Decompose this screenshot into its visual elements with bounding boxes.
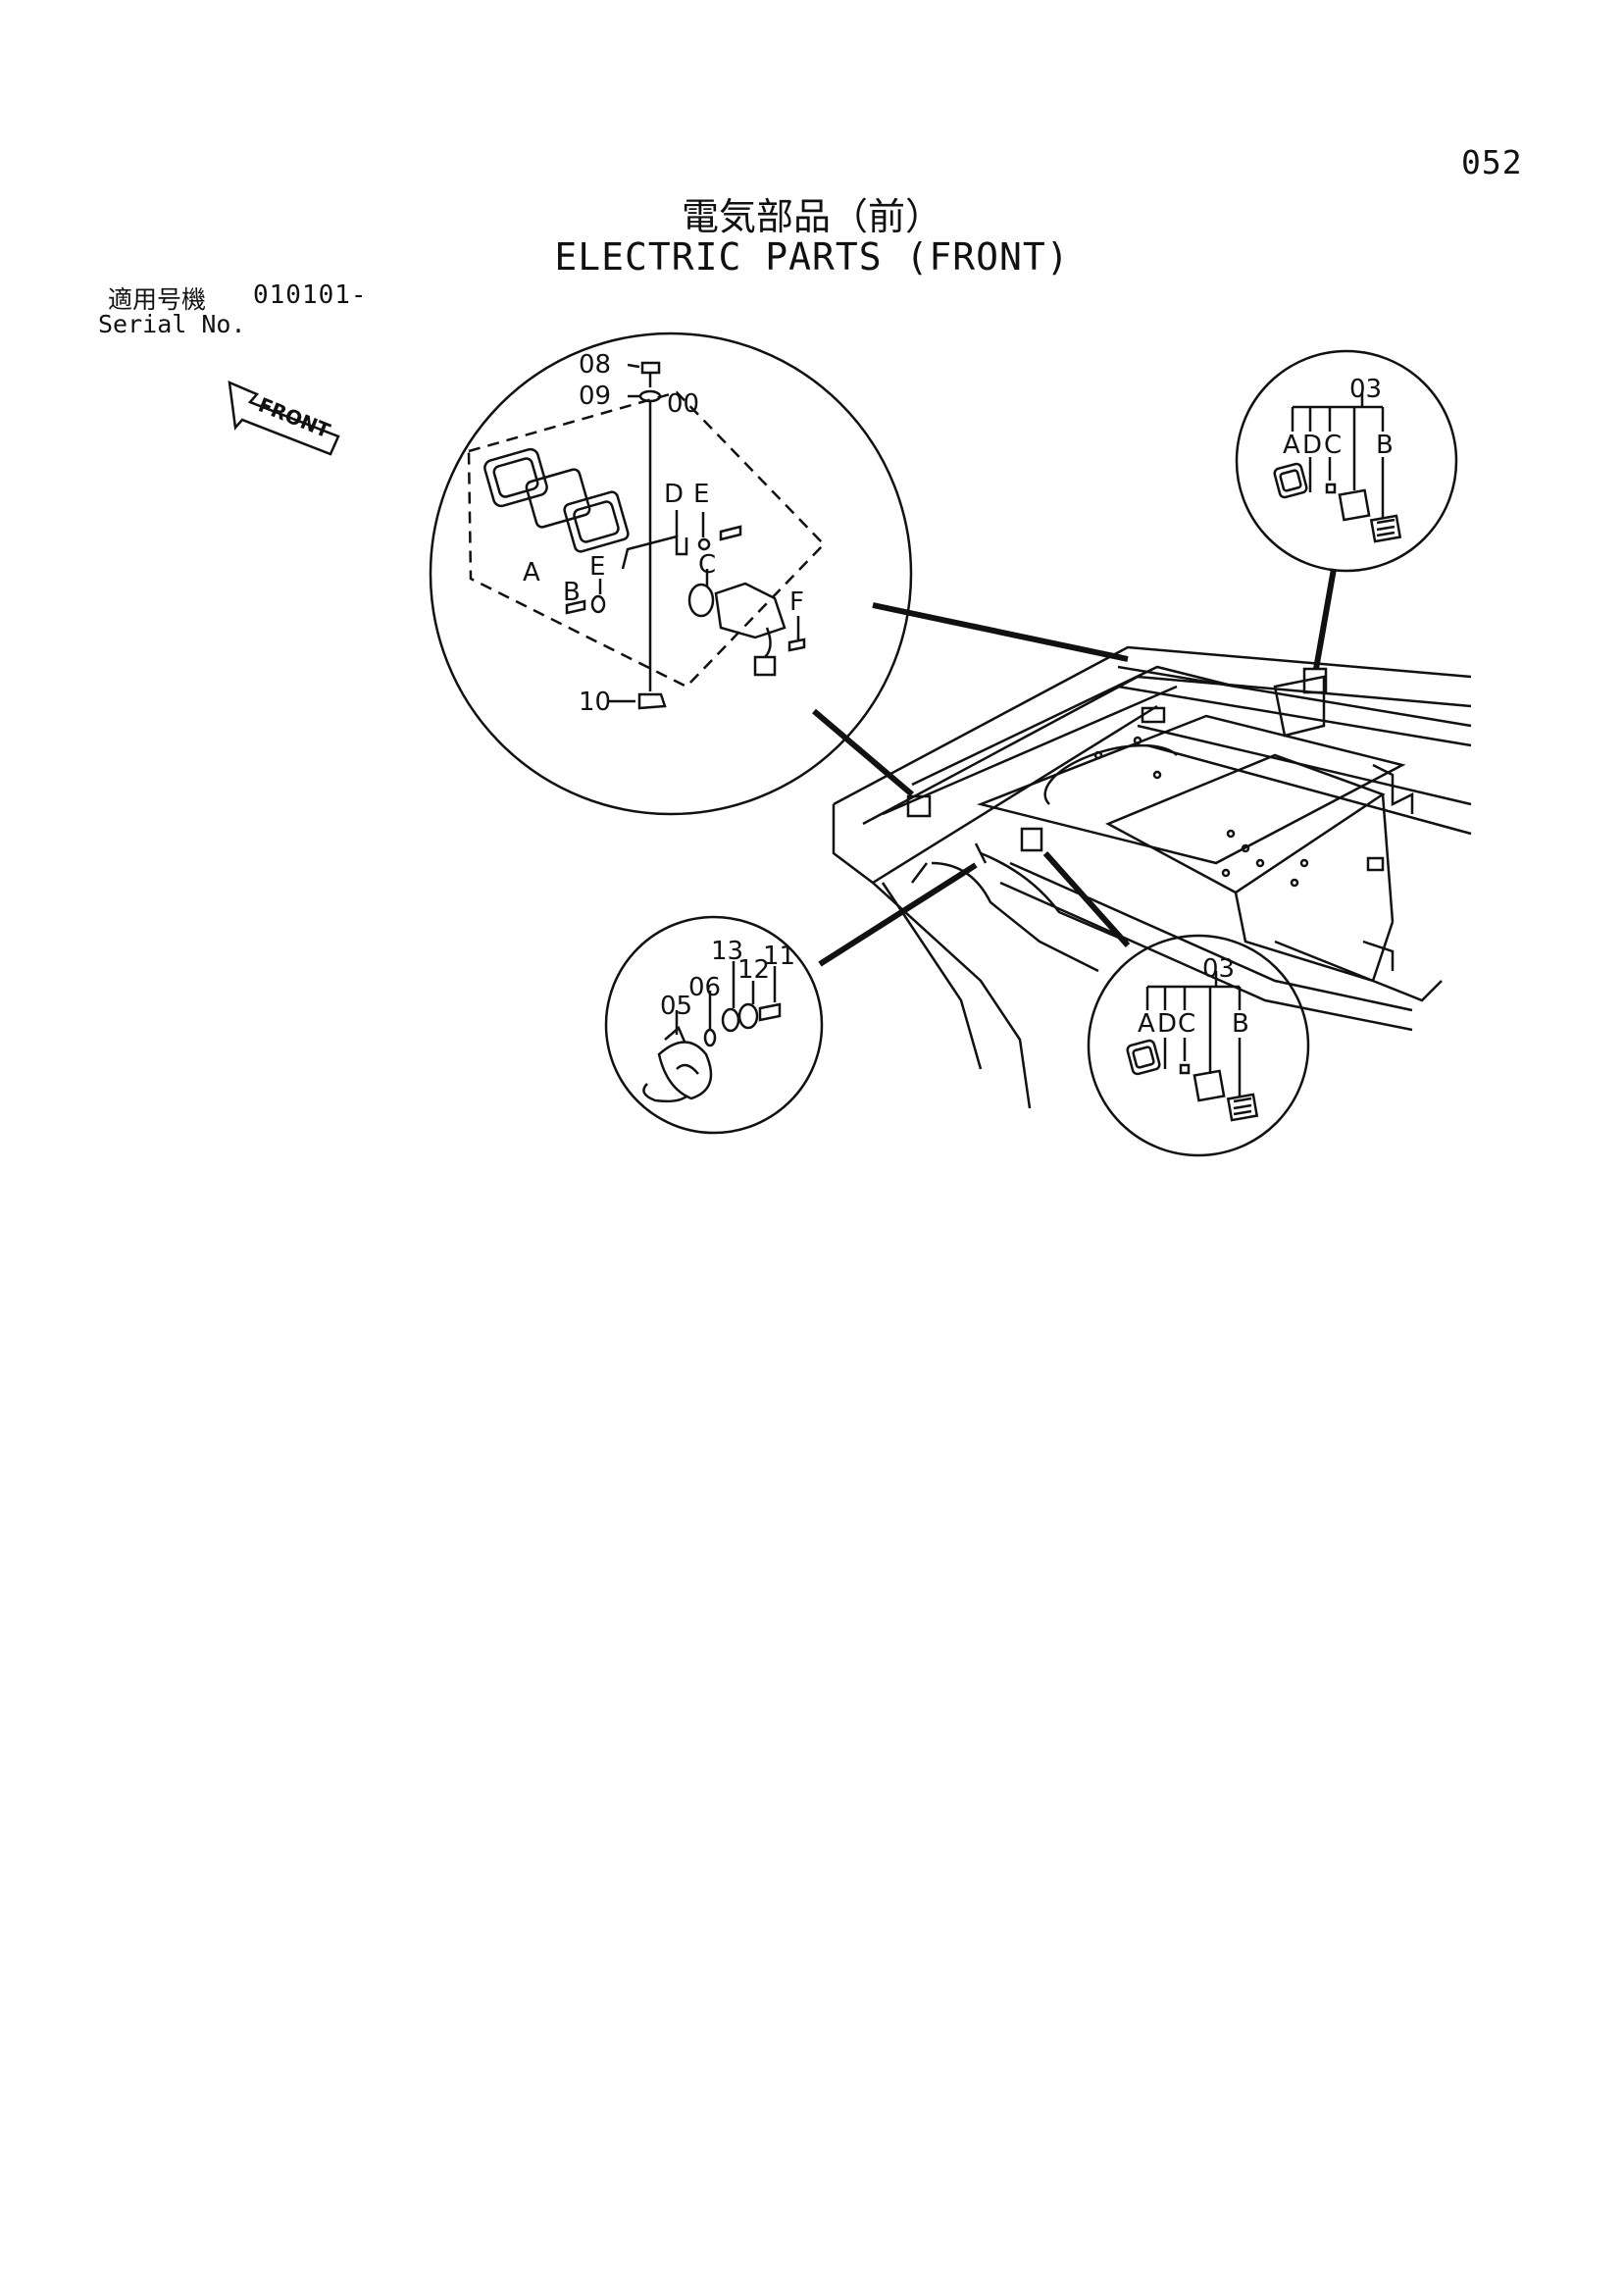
callout-lamp-B: B (563, 578, 581, 607)
callout-connector-top: 03 A D C B (1235, 349, 1458, 573)
callout-bottom-A: A (1138, 1009, 1155, 1039)
front-arrow-icon: FRONT (228, 380, 340, 456)
callout-00: 00 (667, 389, 699, 419)
callout-bottom-B: B (1232, 1009, 1249, 1039)
callout-lamp-C: C (698, 550, 716, 580)
callout-11: 11 (763, 942, 795, 971)
serial-label-english: Serial No. (98, 310, 246, 338)
callout-top-B: B (1376, 431, 1394, 460)
callout-lamp-A: A (523, 558, 540, 587)
callout-13: 13 (711, 937, 743, 966)
callout-lamp-E2: E (589, 552, 605, 582)
callout-top-C: C (1324, 431, 1342, 460)
callout-lamp: 08 09 00 10 A B C D E E F (429, 332, 913, 816)
callout-09: 09 (579, 382, 611, 411)
callout-lamp-D: D (664, 480, 684, 509)
callout-lamp-E1: E (693, 480, 709, 509)
serial-number: 010101- (253, 281, 368, 310)
callout-bottom-D: D (1157, 1009, 1177, 1039)
callout-12: 12 (737, 955, 770, 985)
title-english: ELECTRIC PARTS (FRONT) (554, 235, 1070, 279)
front-arrow-label: FRONT (255, 392, 333, 442)
callout-connector-bottom: 03 A D C B (1087, 934, 1310, 1157)
callout-08: 08 (579, 350, 611, 380)
callout-05: 05 (660, 992, 692, 1021)
callout-top-A: A (1283, 431, 1300, 460)
serial-label-japanese: 適用号機 (108, 285, 207, 314)
callout-06: 06 (688, 973, 721, 1002)
callout-top-D: D (1302, 431, 1322, 460)
callout-lamp-F: F (789, 587, 804, 617)
leader-lines (812, 568, 1337, 967)
callout-horn: 05 06 13 12 11 (604, 915, 824, 1135)
title-japanese: 電気部品（前） (681, 195, 942, 238)
page-number: 052 (1461, 143, 1523, 181)
machine-frame (832, 645, 1472, 1109)
callout-top-03: 03 (1349, 375, 1382, 404)
callout-10: 10 (579, 688, 611, 717)
callout-bottom-03: 03 (1202, 954, 1235, 984)
callout-bottom-C: C (1178, 1009, 1195, 1039)
